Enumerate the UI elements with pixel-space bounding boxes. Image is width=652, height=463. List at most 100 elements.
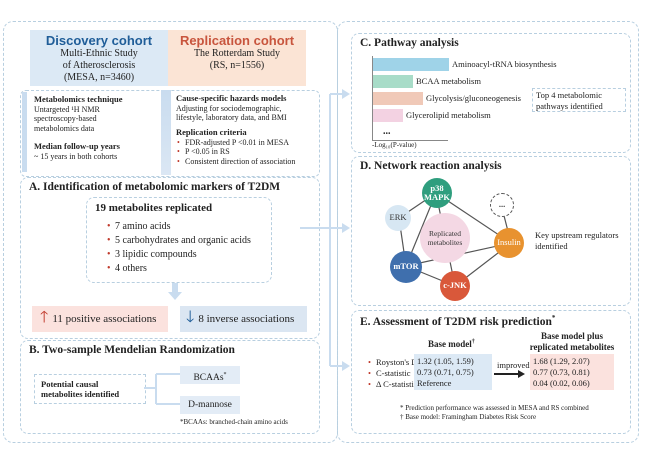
erk-label: ERK	[389, 212, 407, 223]
replication-line-2: (RS, n=1556)	[209, 60, 265, 71]
inverse-associations-box: 🡓 8 inverse associations	[180, 306, 307, 332]
class-item-4: 4 others	[107, 262, 251, 276]
network-note: Key upstream regulators identified	[535, 230, 619, 251]
discovery-title: Discovery cohort	[45, 33, 153, 48]
bcaa-label: BCAAs	[193, 373, 224, 384]
metab-technique-title: Metabolomics technique	[34, 94, 123, 104]
discovery-flow-bar	[22, 92, 27, 172]
pathway-axis-line	[372, 56, 373, 140]
inverse-associations-label: 8 inverse associations	[198, 313, 295, 325]
hazards-line-1: Adjusting for sociodemographic,	[176, 103, 282, 113]
base-header: Base model	[428, 339, 472, 349]
pathway-axis-bottom	[372, 140, 448, 141]
pathway-note-box: Top 4 metabolomic pathways identified	[532, 88, 626, 112]
hazards-title: Cause-specific hazards models	[176, 93, 287, 103]
discovery-line-2: of Atherosclerosis	[62, 60, 136, 71]
class-item-2: 5 carbohydrates and organic acids	[107, 234, 251, 248]
pathway-bar-3	[373, 92, 423, 105]
metric-delta-c: Δ C-statistic	[368, 379, 418, 390]
pathway-note: Top 4 metabolomic pathways identified	[536, 90, 603, 111]
node-c-jnk: c-JNK	[440, 271, 470, 301]
discovery-line-3: (MESA, n=3460)	[63, 72, 135, 83]
bcaa-box: BCAAs*	[180, 366, 240, 384]
discovery-cohort-panel: Discovery cohort Multi-Ethnic Study of A…	[30, 30, 168, 86]
metabolite-class-list: 7 amino acids 5 carbohydrates and organi…	[106, 220, 251, 276]
followup-box: Median follow-up years ~ 15 years in bot…	[34, 141, 159, 161]
discovery-line-1: Multi-Ethnic Study	[60, 48, 138, 59]
pathway-bar-4	[373, 109, 403, 122]
section-e-title: E. Assessment of T2DM risk prediction	[360, 315, 552, 328]
node-replicated-metabolites: Replicated metabolites	[420, 213, 470, 263]
replication-flow-arrow	[161, 90, 171, 175]
replication-line-1: The Rotterdam Study	[193, 48, 281, 59]
cjnk-label: c-JNK	[443, 280, 467, 291]
section-d-frame	[351, 156, 631, 306]
metric-c-stat: C-statistic	[368, 368, 418, 379]
section-e-footnote-1: * Prediction performance was assessed in…	[400, 404, 589, 412]
criteria-item-3: Consistent direction of association	[177, 157, 316, 167]
bcaa-mark: *	[223, 372, 227, 378]
section-a-frame	[20, 177, 320, 339]
pathway-bar-1	[373, 58, 449, 71]
mtor-label: mTOR	[393, 261, 419, 272]
pathway-label-1: Aminoacyl-tRNA biosynthesis	[452, 59, 557, 69]
class-item-1: 7 amino acids	[107, 220, 251, 234]
base-mark: †	[471, 339, 475, 345]
criteria-title: Replication criteria	[176, 127, 247, 137]
metric-royston: Royston's D	[368, 357, 418, 368]
metab-technique-line-1: Untargeted ¹H NMR	[34, 104, 100, 114]
plus-value-3: 0.04 (0.02, 0.06)	[533, 378, 590, 388]
node-more: ...	[490, 193, 514, 217]
improved-arrow-icon	[494, 373, 520, 375]
criteria-item-1: FDR-adjusted P <0.01 in MESA	[177, 138, 316, 148]
replicated-count: 19 metabolites replicated	[95, 202, 213, 214]
causal-metabolites-label: Potential causal metabolites identified	[41, 379, 120, 399]
down-arrow-head-icon	[168, 292, 182, 300]
insulin-label: Insulin	[497, 237, 521, 248]
node-insulin: Insulin	[494, 228, 524, 258]
positive-associations-label: 11 positive associations	[52, 313, 157, 325]
base-model-header: Base model†	[428, 339, 475, 349]
bcaa-footnote: *BCAAs: branched-chain amino acids	[180, 418, 288, 426]
base-values-box: 1.32 (1.05, 1.59) 0.73 (0.71, 0.75) Refe…	[414, 354, 492, 390]
hazards-line-2: lifestyle, laboratory data, and BMI	[176, 113, 287, 122]
center-label: Replicated metabolites	[427, 229, 463, 247]
section-c-frame	[351, 33, 631, 153]
section-a-title: A. Identification of metabolomic markers…	[29, 181, 281, 193]
up-arrow-icon: 🡑	[40, 306, 49, 326]
replication-cohort-panel: Replication cohort The Rotterdam Study (…	[168, 30, 306, 86]
network-note-box: Key upstream regulators identified	[532, 228, 624, 254]
more-label: ...	[498, 199, 506, 210]
down-arrow-small-icon: 🡓	[186, 306, 195, 326]
dmannose-box: D-mannose	[180, 396, 240, 414]
dmannose-label: D-mannose	[188, 400, 232, 410]
replication-title: Replication cohort	[179, 33, 295, 48]
metabolomics-technique-box: Metabolomics technique Untargeted ¹H NMR…	[34, 94, 154, 133]
right-outer-frame	[337, 21, 639, 443]
followup-text: ~ 15 years in both cohorts	[34, 151, 118, 161]
followup-title: Median follow-up years	[34, 141, 120, 151]
positive-associations-box: 🡑 11 positive associations	[32, 306, 168, 332]
section-e-title-mark: *	[551, 314, 556, 322]
pathway-label-2: BCAA metabolism	[416, 76, 481, 86]
metab-technique-line-3: metabolomics data	[34, 123, 95, 133]
base-value-3: Reference	[417, 378, 452, 388]
metab-technique-line-2: spectroscopy-based	[34, 114, 97, 123]
section-e-title-wrap: E. Assessment of T2DM risk prediction*	[360, 314, 555, 328]
section-e-footnote-2: † Base model: Framingham Diabetes Risk S…	[400, 413, 537, 421]
pathway-axis-label: -Log₁₀(P-value)	[372, 141, 417, 149]
section-e-frame	[351, 310, 631, 434]
replicated-metabolites-box	[86, 197, 272, 283]
criteria-box: Replication criteria FDR-adjusted P <0.0…	[176, 127, 316, 167]
down-arrow-icon	[172, 283, 178, 293]
plus-model-header: Base model plus replicated metabolites	[529, 331, 615, 352]
improved-label: improved	[497, 360, 530, 370]
node-mtor: mTOR	[390, 251, 422, 283]
criteria-item-2: P <0.05 in RS	[177, 147, 316, 157]
section-c-title: C. Pathway analysis	[360, 37, 459, 49]
mr-bracket	[144, 373, 180, 405]
improved-arrow-head-icon	[518, 369, 525, 378]
connector-arrows	[300, 89, 350, 371]
causal-metabolites-box: Potential causal metabolites identified	[34, 374, 146, 404]
